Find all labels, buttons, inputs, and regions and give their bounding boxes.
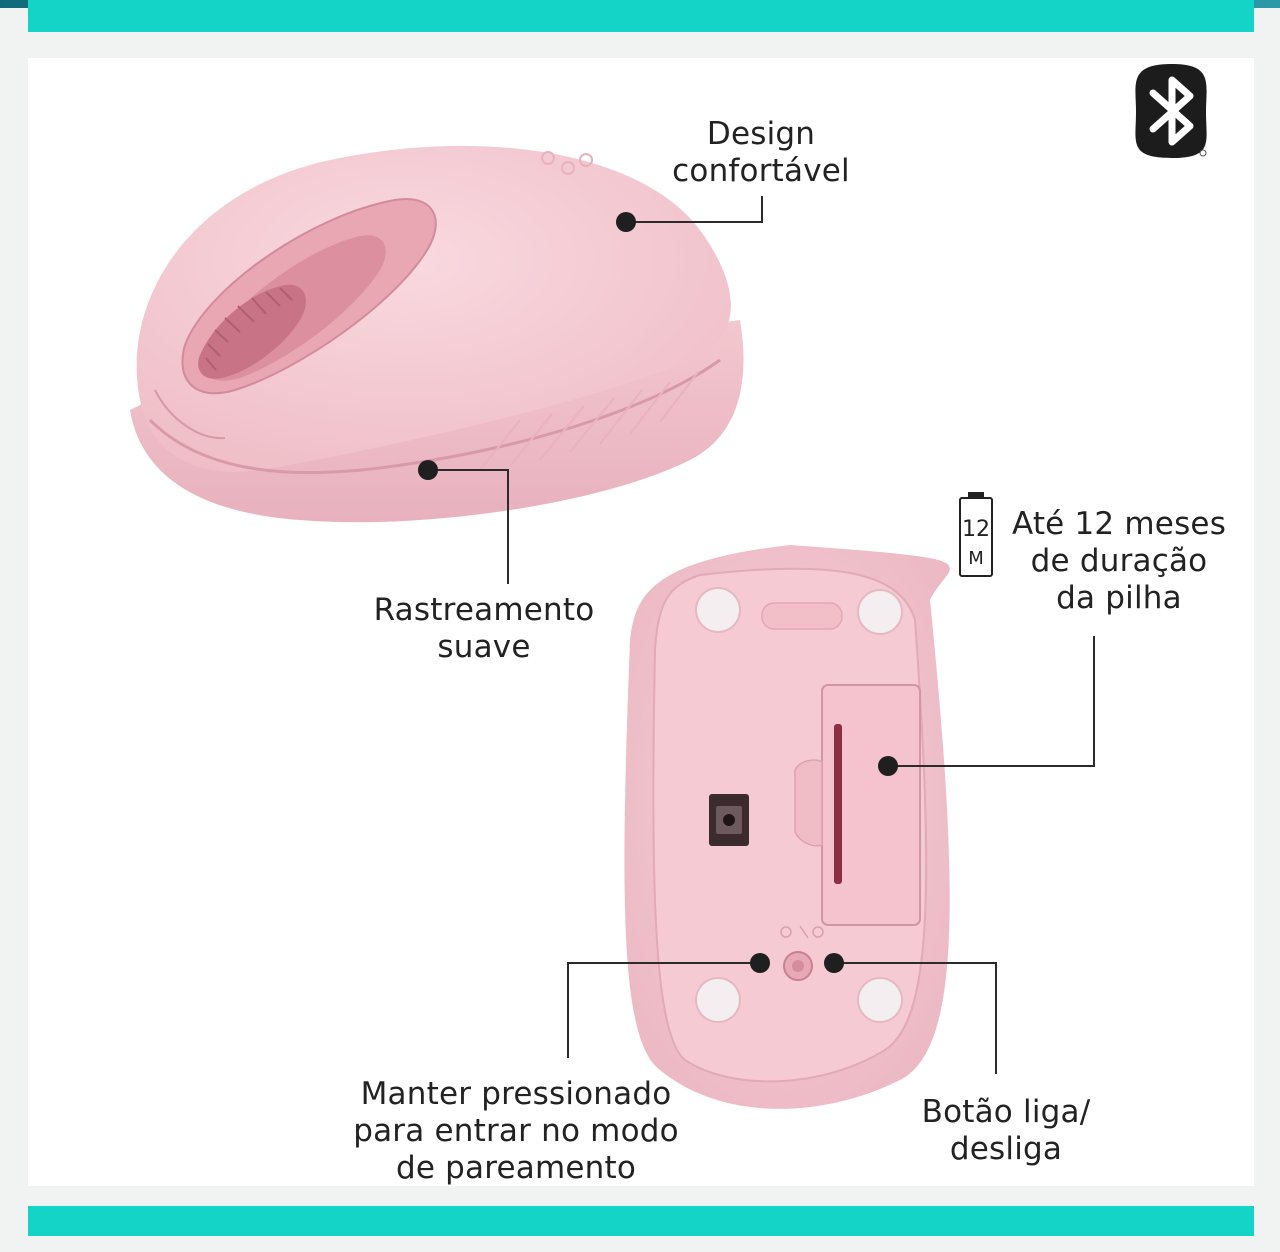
bottom-accent-bar xyxy=(28,1206,1254,1236)
label-pairing-mode: Manter pressionado para entrar no modo d… xyxy=(353,1076,679,1186)
callout-lines xyxy=(428,196,1095,1074)
mouse-bottom-view xyxy=(624,545,950,1109)
battery-number: 12 xyxy=(962,517,990,542)
scroll-wheel xyxy=(198,284,306,379)
callout-dots xyxy=(418,212,898,973)
battery-icon: 12 M xyxy=(959,492,993,577)
top-accent-bar xyxy=(28,0,1254,32)
battery-unit: M xyxy=(968,548,984,569)
bluetooth-icon xyxy=(1135,64,1207,158)
label-smooth-tracking: Rastreamento suave xyxy=(373,592,595,665)
label-design-comfort: Design confortável xyxy=(672,116,850,189)
label-power-button: Botão liga/ desliga xyxy=(921,1094,1091,1167)
mouse-top-view xyxy=(130,145,744,523)
label-battery-life: Até 12 meses de duração da pilha xyxy=(1011,506,1227,616)
